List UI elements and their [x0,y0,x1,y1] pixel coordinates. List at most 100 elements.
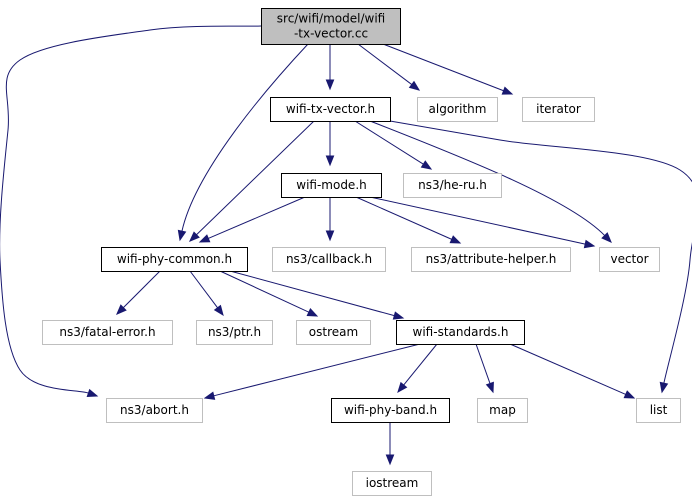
arrowhead [177,229,187,242]
node-label: wifi-mode.h [296,178,367,192]
edge-line [475,343,491,384]
node-box [636,398,681,423]
node-attrhelper: ns3/attribute-helper.h [411,247,571,272]
edge-line [369,196,586,245]
edge-line [229,270,395,317]
node-vector: vector [599,247,660,272]
node-abort: ns3/abort.h [106,398,203,423]
arrowhead [325,230,335,242]
node-box [270,97,391,122]
edge-root-txvec [325,44,335,91]
edge-phycommon-ptr [189,270,224,317]
edge-phycommon-ostream [219,270,319,317]
arrowhead [325,155,335,167]
edge-root-phycommon [177,43,309,242]
node-box [331,398,450,423]
edge-line [389,120,692,384]
arrowhead [203,391,216,400]
node-ostream: ostream [296,320,371,345]
arrowhead [583,239,596,249]
edge-line [354,120,424,165]
edge-line [219,270,310,313]
edge-standards-list [509,343,636,399]
node-box [296,320,371,345]
node-box [281,173,382,198]
node-txvec[interactable]: wifi-tx-vector.h [270,97,391,122]
arrowhead [198,234,211,243]
edge-phycommon-fatalerror [116,270,161,315]
node-box [411,247,571,272]
edge-txvec-vector [369,120,612,243]
edge-root-iterator [382,43,514,95]
node-label: iostream [366,476,419,490]
arrowhead [659,381,669,394]
arrowhead [189,231,200,242]
node-label: ostream [309,325,358,339]
node-list: list [636,398,681,423]
edge-phycommon-standards [229,270,405,320]
edge-line [403,343,438,386]
arrowhead [116,304,127,315]
node-box [101,247,248,272]
node-box [196,320,273,345]
graph-edges [0,25,692,466]
node-label: ns3/attribute-helper.h [426,252,557,266]
edge-wifimode-phycommon [198,196,306,243]
arrowhead [86,388,99,398]
node-wifimode[interactable]: wifi-mode.h [281,173,382,198]
node-box [417,97,498,122]
node-box [352,471,432,496]
arrowhead [385,454,395,466]
edge-txvec-wifimode [325,121,335,167]
node-box [272,247,386,272]
node-label: ns3/ptr.h [208,325,261,339]
node-label: vector [610,252,648,266]
node-label: ns3/callback.h [286,252,372,266]
edge-line [196,120,315,236]
arrowhead [601,232,612,243]
node-label: ns3/he-ru.h [418,178,487,192]
node-label: wifi-phy-band.h [344,403,437,417]
node-box [106,398,203,423]
node-heru: ns3/he-ru.h [403,173,502,198]
edge-root-algorithm [357,43,421,91]
edge-line [123,270,161,308]
arrowhead [397,381,408,394]
node-root: src/wifi/model/wifi-tx-vector.cc [261,8,401,45]
node-box [522,97,595,122]
arrowhead [306,308,319,317]
node-standards[interactable]: wifi-standards.h [396,320,525,345]
node-callback: ns3/callback.h [272,247,386,272]
node-box [261,8,401,45]
node-box [599,247,660,272]
node-label: -tx-vector.cc [294,27,368,41]
edge-wifimode-callback [325,197,335,242]
arrowhead [485,381,494,394]
node-label: ns3/fatal-error.h [59,325,155,339]
node-iterator: iterator [522,97,595,122]
node-box [42,320,173,345]
edge-wifimode-attrhelper [355,196,462,244]
edge-line [509,343,626,395]
edge-line [357,43,413,85]
arrowhead [325,79,335,91]
arrowhead [623,390,636,399]
arrowhead [420,160,433,170]
edge-line [0,25,262,394]
node-label: wifi-standards.h [413,325,509,339]
edge-txvec-list [389,120,692,394]
arrowhead [213,304,224,317]
arrowhead [408,80,421,91]
node-box [477,398,528,423]
edge-standards-abort [203,343,421,400]
edge-root-abort [0,25,262,398]
edge-line [181,43,309,232]
node-algorithm: algorithm [417,97,498,122]
node-label: wifi-phy-common.h [117,252,232,266]
edge-line [382,43,504,92]
node-label: algorithm [429,102,487,116]
edge-wifimode-vector [369,196,596,249]
node-phycommon[interactable]: wifi-phy-common.h [101,247,248,272]
node-phyband[interactable]: wifi-phy-band.h [331,398,450,423]
